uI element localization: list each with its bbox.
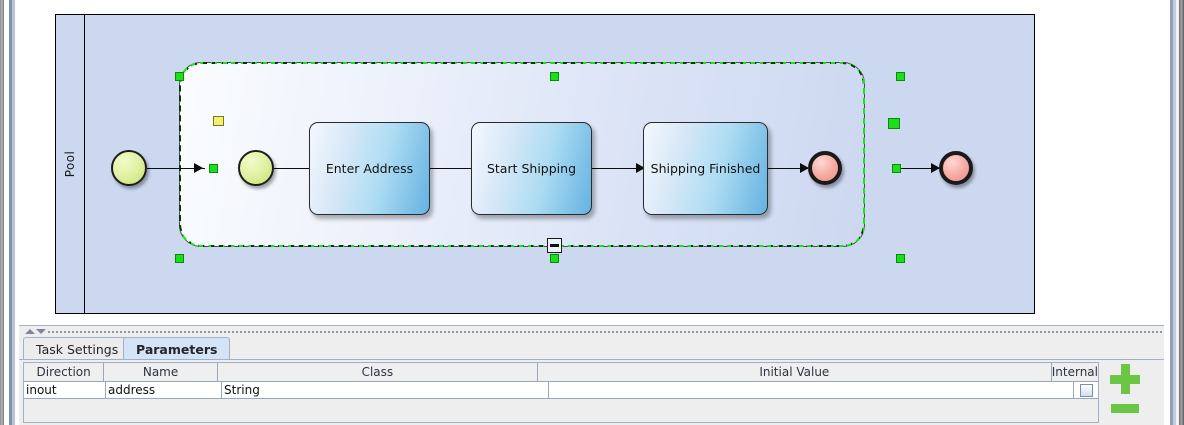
table-header-row: Direction Name Class Initial Value Inter… [24, 363, 1098, 382]
end-event-outer[interactable] [939, 151, 973, 185]
tab-bar-underline [19, 359, 1164, 360]
splitter-grip[interactable] [47, 330, 1162, 334]
connector-inner-start-to-task1 [274, 168, 321, 169]
task-shipping-finished[interactable]: Shipping Finished [643, 122, 768, 215]
column-header-internal[interactable]: Internal [1051, 365, 1098, 379]
task-start-shipping-label: Start Shipping [486, 161, 577, 176]
collapse-down-icon[interactable] [36, 329, 46, 334]
collapse-up-icon[interactable] [25, 329, 35, 334]
window-right-gap [1176, 0, 1179, 425]
arrowhead-into-end-inner [800, 163, 809, 173]
resize-handle-middle-left[interactable] [209, 164, 218, 173]
resize-handle-top-right[interactable] [896, 72, 905, 81]
start-event-outer[interactable] [111, 150, 147, 186]
cell-name[interactable]: address [106, 382, 222, 398]
column-header-name[interactable]: Name [104, 363, 218, 381]
task-enter-address-label: Enter Address [325, 161, 414, 176]
window-left-gap [4, 0, 9, 425]
cell-initial-value[interactable] [549, 382, 1074, 398]
connector-start-to-subprocess [147, 168, 205, 169]
task-enter-address[interactable]: Enter Address [309, 122, 430, 215]
column-header-initial-value[interactable]: Initial Value [538, 363, 1052, 381]
connector-task3-to-end-inner [768, 168, 808, 169]
start-event-inner[interactable] [238, 150, 274, 186]
tab-bar: Task Settings Parameters [19, 337, 1164, 360]
minus-icon [550, 244, 559, 247]
connector-task1-to-task2 [430, 168, 482, 169]
special-handle-left[interactable] [213, 116, 224, 126]
resize-handle-bottom-right[interactable] [896, 254, 905, 263]
window-right-accent-2 [1173, 0, 1176, 425]
table-action-buttons [1102, 362, 1162, 423]
window-left-accent-2 [12, 0, 15, 425]
window-left-inner [15, 0, 19, 425]
resize-handle-bottom-center[interactable] [550, 254, 559, 263]
arrowhead-into-end-outer [931, 163, 940, 173]
diagram-canvas[interactable]: Pool Enter Address [19, 0, 1164, 325]
window-right-border [1179, 0, 1184, 425]
connector-subprocess-to-end-outer [896, 168, 939, 169]
resize-handle-bottom-left[interactable] [175, 254, 184, 263]
cell-internal[interactable] [1074, 382, 1098, 398]
connector-task2-to-task3 [592, 168, 644, 169]
pool-header[interactable]: Pool [56, 15, 85, 313]
cell-class[interactable]: String [222, 382, 549, 398]
tab-parameters-label: Parameters [136, 341, 218, 357]
tab-task-settings[interactable]: Task Settings [23, 337, 132, 360]
add-parameter-button[interactable] [1110, 364, 1140, 394]
table-empty-area [24, 399, 1098, 422]
column-header-direction[interactable]: Direction [24, 363, 105, 381]
resize-handle-top-left[interactable] [175, 72, 184, 81]
internal-checkbox[interactable] [1079, 383, 1093, 397]
arrowhead-into-subprocess [194, 163, 203, 173]
task-start-shipping[interactable]: Start Shipping [471, 122, 592, 215]
window-left-border [0, 0, 4, 425]
end-event-inner[interactable] [808, 151, 842, 185]
bottom-panel: Task Settings Parameters Direction Name … [19, 337, 1164, 425]
tab-parameters[interactable]: Parameters [123, 337, 231, 360]
special-handle-right[interactable] [888, 118, 900, 129]
window-left-accent-1 [9, 0, 12, 425]
table-row[interactable]: inout address String [24, 382, 1098, 399]
cell-direction[interactable]: inout [24, 382, 106, 398]
window-right-accent-1 [1170, 0, 1173, 425]
pool-label: Pool [63, 150, 77, 178]
column-header-class[interactable]: Class [218, 363, 538, 381]
parameters-table[interactable]: Direction Name Class Initial Value Inter… [23, 362, 1099, 423]
task-shipping-finished-label: Shipping Finished [650, 161, 761, 176]
subprocess-collapse-icon[interactable] [547, 238, 562, 253]
resize-handle-top-center[interactable] [550, 72, 559, 81]
arrowhead-into-task3 [636, 163, 645, 173]
tab-task-settings-label: Task Settings [36, 341, 119, 357]
resize-handle-middle-right[interactable] [892, 164, 901, 173]
window-right-inner [1164, 0, 1170, 425]
panel-splitter[interactable] [19, 325, 1164, 337]
remove-parameter-button[interactable] [1111, 404, 1139, 413]
